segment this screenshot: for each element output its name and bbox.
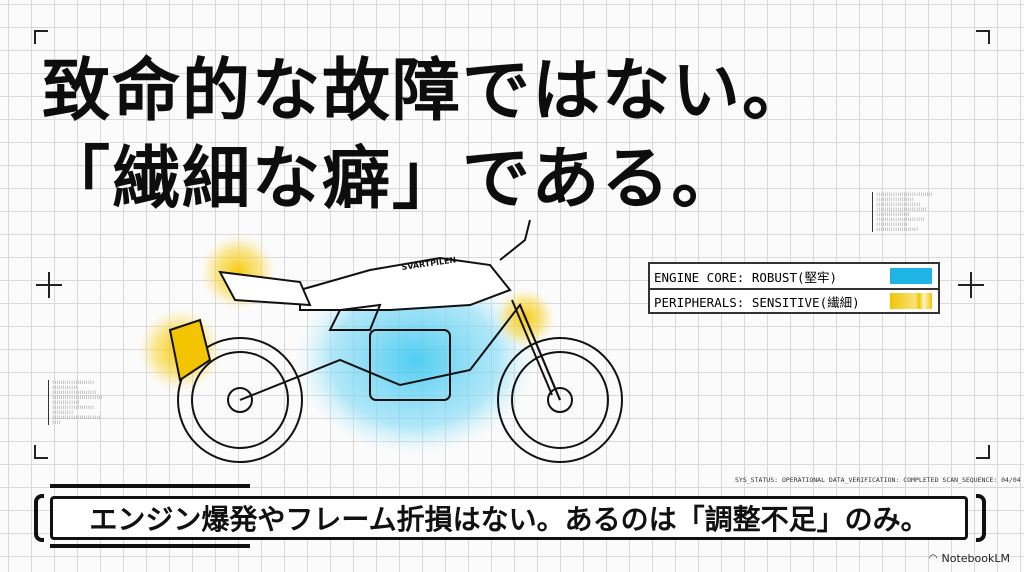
legend-box: ENGINE CORE: ROBUST(堅牢) PERIPHERALS: SEN… [648, 262, 940, 314]
summary-banner: エンジン爆発やフレーム折損はない。あるのは「調整不足」のみ。 [50, 496, 968, 540]
engine-highlight [295, 265, 535, 455]
crosshair-icon [36, 272, 62, 298]
headline-line-2: 「繊細な癖」である。 [42, 140, 742, 219]
status-line: SYS_STATUS: OPERATIONAL DATA_VERIFICATIO… [735, 476, 1021, 484]
banner-bottom-bar [50, 544, 250, 548]
corner-bracket-icon [34, 30, 48, 44]
legend-swatch-yellow [890, 293, 932, 309]
right-bracket-icon [976, 494, 986, 542]
headline-line-1: 致命的な故障ではない。 [42, 52, 813, 131]
annotation-text-block: |||||||||||||||||||| |||||||||||| ||||||… [48, 380, 103, 425]
notebooklm-logo-icon: ◠ [928, 553, 938, 564]
banner-text: エンジン爆発やフレーム折損はない。あるのは「調整不足」のみ。 [89, 503, 929, 536]
banner-top-bar [50, 484, 250, 488]
notebooklm-watermark: ◠ NotebookLM [929, 552, 1010, 565]
corner-bracket-icon [976, 445, 990, 459]
corner-bracket-icon [34, 445, 48, 459]
left-bracket-icon [34, 494, 44, 542]
motorcycle-illustration: SVARTPILEN [140, 219, 623, 463]
corner-bracket-icon [976, 30, 990, 44]
legend-label: PERIPHERALS: SENSITIVE(繊細) [654, 294, 860, 310]
crosshair-icon [958, 272, 984, 298]
legend-row-peripherals: PERIPHERALS: SENSITIVE(繊細) [650, 288, 938, 312]
legend-row-engine: ENGINE CORE: ROBUST(堅牢) [650, 264, 938, 288]
legend-swatch-blue [890, 268, 932, 284]
legend-label: ENGINE CORE: ROBUST(堅牢) [654, 269, 838, 285]
annotation-text-block: ||||||||||||||||||||||||||| ||||||||||||… [872, 192, 933, 232]
watermark-text: NotebookLM [941, 552, 1010, 565]
